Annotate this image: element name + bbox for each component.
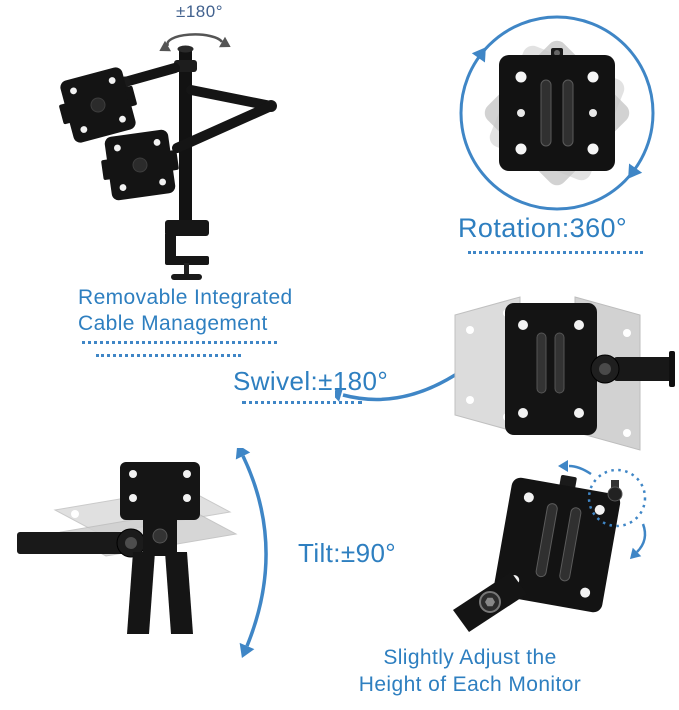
height-adjust-screw [607, 480, 623, 502]
tilt-bracket-illustration [17, 448, 268, 658]
desk-clamp [165, 220, 209, 280]
rotation-circle-arrow-icon [459, 15, 655, 211]
vesa-bracket-tilt [120, 462, 200, 634]
vesa-plate-lower [97, 127, 183, 203]
tilt-label: Tilt:±90° [298, 538, 397, 568]
vesa-plate-front [499, 48, 615, 171]
vesa-bracket-swivel [505, 303, 675, 435]
height-dotted-circle-icon [558, 460, 647, 560]
swivel-label: Swivel:±180° [233, 366, 389, 396]
cable-dotted-underline-1 [82, 341, 277, 344]
monitor-arm [17, 528, 146, 558]
mount-arms [119, 63, 277, 153]
cable-management-label: Removable Integrated Cable Management [78, 285, 293, 336]
monitor-arm [453, 572, 527, 632]
pole-rotation-arrow-icon [159, 33, 231, 52]
pole-rotation-label: ±180° [176, 2, 223, 21]
vesa-bracket-height [493, 474, 621, 613]
swivel-bracket-illustration [454, 296, 675, 451]
rotation-plate-illustration [459, 15, 655, 211]
swivel-dotted-underline [242, 401, 362, 404]
height-adjust-line1: Slightly Adjust the [383, 646, 557, 669]
dual-monitor-mount-illustration [52, 33, 277, 280]
rotation-label: Rotation:360° [458, 213, 628, 243]
height-adjust-line2: Height of Each Monitor [358, 673, 582, 696]
cable-dotted-underline-2 [96, 354, 241, 357]
cable-management-line1: Removable Integrated [78, 286, 293, 309]
cable-management-line2: Cable Management [78, 311, 268, 335]
rotation-dotted-underline [468, 251, 643, 254]
height-adjust-bracket-illustration [453, 460, 647, 632]
tilt-arrow-icon [235, 448, 268, 658]
height-adjust-label: Slightly Adjust the Height of Each Monit… [335, 644, 605, 698]
